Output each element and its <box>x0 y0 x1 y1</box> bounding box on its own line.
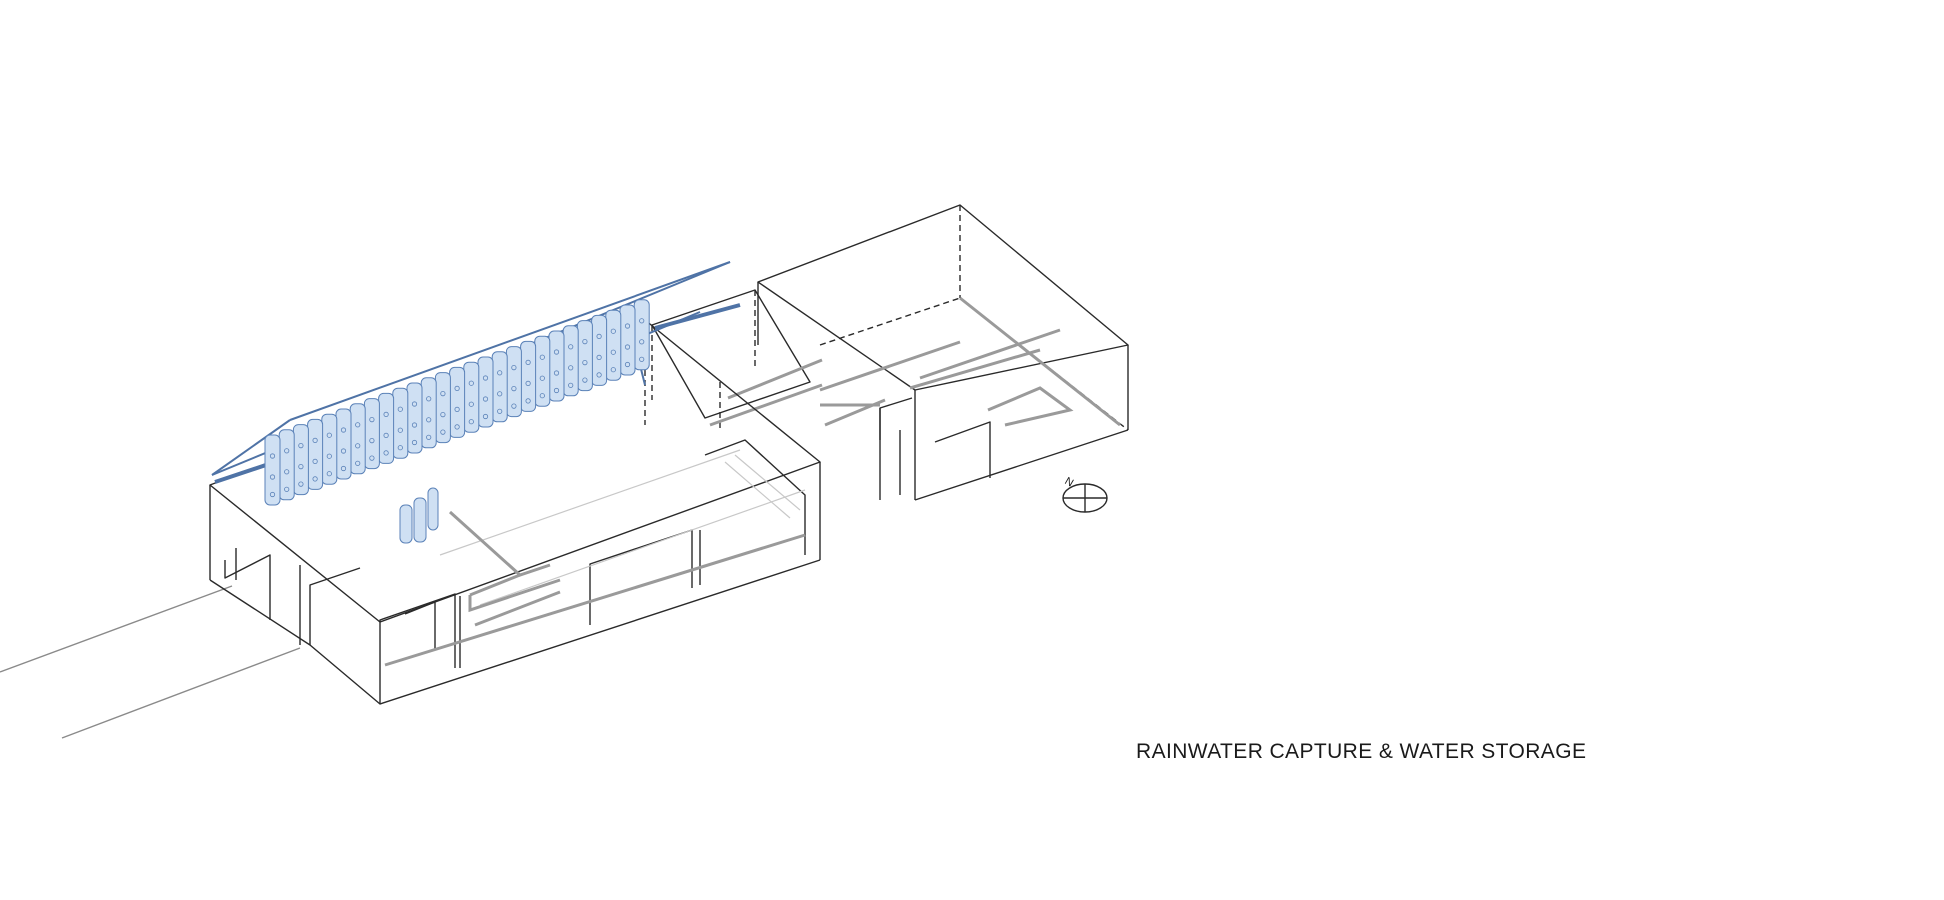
water-tank <box>633 299 650 371</box>
water-tank <box>548 330 565 402</box>
water-tank <box>420 377 437 449</box>
water-tank <box>349 403 366 475</box>
water-tank <box>463 361 480 433</box>
main-building <box>209 319 821 705</box>
connector-volume <box>651 289 823 430</box>
water-tank <box>335 408 352 480</box>
water-tank <box>619 304 636 376</box>
water-tank <box>576 320 593 392</box>
diagram-caption: RAINWATER CAPTURE & WATER STORAGE <box>1136 740 1587 763</box>
water-tank <box>534 335 551 407</box>
water-tank <box>363 398 380 470</box>
water-tank <box>292 424 309 496</box>
water-tank <box>449 366 466 438</box>
water-tank <box>505 346 522 418</box>
road-lines <box>0 585 301 739</box>
water-tank <box>378 392 395 464</box>
filter-cylinders <box>399 487 439 544</box>
north-arrow: N <box>1062 475 1108 513</box>
water-tank <box>562 325 579 397</box>
north-arrow-label: N <box>1063 475 1076 489</box>
water-tank <box>392 387 409 459</box>
water-tank <box>520 340 537 412</box>
water-tank <box>307 418 324 490</box>
secondary-building <box>757 204 1129 501</box>
water-tank <box>434 372 451 444</box>
water-tank <box>491 351 508 423</box>
water-tank <box>321 413 338 485</box>
water-tank <box>591 314 608 386</box>
water-storage-tanks <box>264 299 650 506</box>
water-tank <box>477 356 494 428</box>
water-tank <box>406 382 423 454</box>
water-tank <box>264 434 281 506</box>
water-tank <box>605 309 622 381</box>
water-tank <box>278 429 295 501</box>
